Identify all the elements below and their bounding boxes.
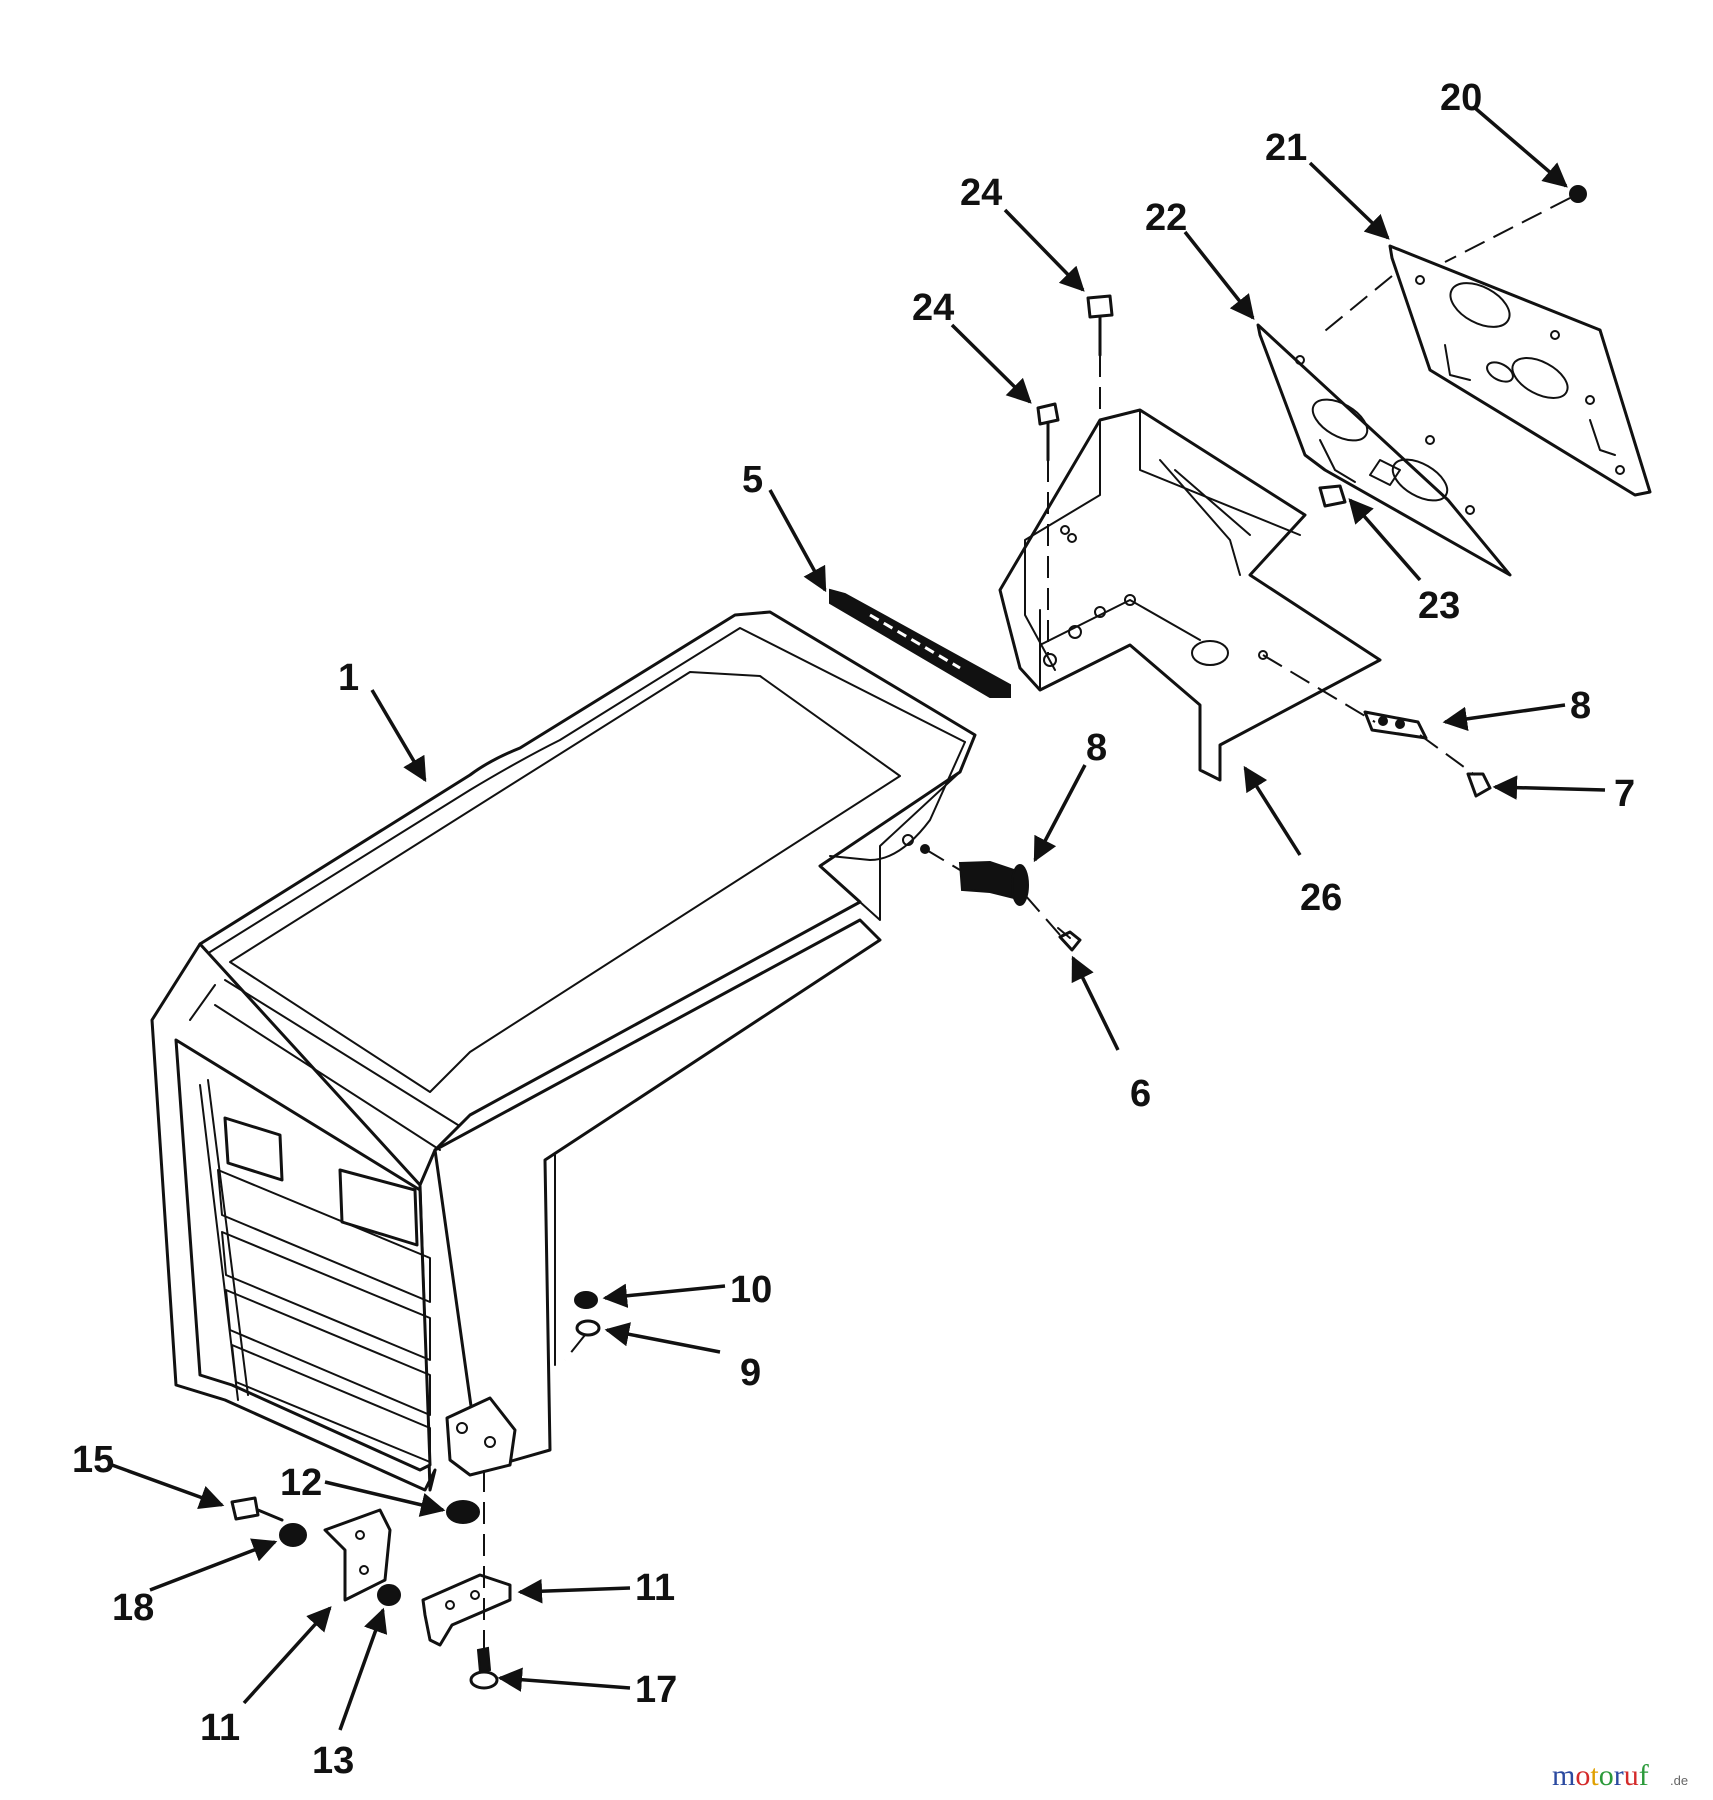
grommet-12 [446, 1500, 480, 1524]
clip-23 [1318, 484, 1347, 508]
callout-13: 13 [312, 1740, 354, 1782]
bolt-17 [469, 1646, 499, 1690]
pivot-pin-6 [1057, 927, 1082, 952]
watermark-letter: r [1614, 1759, 1624, 1792]
spacer-18 [279, 1523, 307, 1547]
callout-labels: 1 5 6 7 8 8 9 10 11 11 12 13 15 17 18 20… [72, 77, 1635, 1782]
watermark-tld: .de [1670, 1773, 1688, 1788]
callout-6: 6 [1130, 1073, 1151, 1115]
bolt-24-b [1086, 294, 1114, 357]
watermark-logo: motoruf .de [1552, 1759, 1688, 1792]
callout-10: 10 [730, 1269, 772, 1311]
watermark-letter: o [1599, 1759, 1614, 1792]
leader-lines [111, 106, 1606, 1731]
watermark-letter: m [1552, 1759, 1575, 1792]
svg-text:motoruf: motoruf [1552, 1759, 1649, 1792]
bolt-24-a [1036, 402, 1060, 462]
callout-15: 15 [72, 1439, 114, 1481]
assembly-lines [483, 197, 1571, 1650]
callout-26: 26 [1300, 877, 1342, 919]
callout-22: 22 [1145, 197, 1187, 239]
callout-8-bracket: 8 [1570, 685, 1591, 727]
callout-18: 18 [112, 1587, 154, 1629]
pivot-bracket-8 [1363, 710, 1428, 740]
callout-1: 1 [338, 657, 359, 699]
plate-21-part [1388, 244, 1652, 497]
screw-20 [1569, 185, 1587, 203]
callout-5: 5 [742, 459, 763, 501]
callout-11-right: 11 [635, 1567, 675, 1609]
watermark-letter: u [1624, 1759, 1639, 1792]
callout-9: 9 [740, 1352, 761, 1394]
plate-22-part [1256, 323, 1512, 577]
callout-17: 17 [635, 1669, 677, 1711]
nut-10 [574, 1291, 598, 1309]
callout-8-latch: 8 [1086, 727, 1107, 769]
callout-12: 12 [280, 1462, 322, 1504]
callout-23: 23 [1418, 585, 1460, 627]
watermark-letter: t [1590, 1759, 1599, 1792]
hood-decal-part [829, 588, 1011, 698]
watermark-letter: f [1639, 1759, 1649, 1792]
callout-7: 7 [1614, 773, 1635, 815]
bracket-11-right [421, 1573, 512, 1647]
nut-13 [377, 1584, 401, 1606]
callout-24-lower: 24 [912, 287, 954, 329]
washer-9 [575, 1319, 601, 1337]
watermark-letter: o [1575, 1759, 1590, 1792]
callout-21: 21 [1265, 127, 1307, 169]
bolt-15 [230, 1496, 284, 1522]
callout-20: 20 [1440, 77, 1482, 119]
pivot-pin-7 [1466, 772, 1492, 798]
hood-latch-part [958, 860, 1029, 906]
hood-part [150, 610, 977, 1492]
callout-11-left: 11 [200, 1707, 240, 1749]
bracket-11-left [323, 1508, 392, 1602]
callout-24-upper: 24 [960, 172, 1002, 214]
